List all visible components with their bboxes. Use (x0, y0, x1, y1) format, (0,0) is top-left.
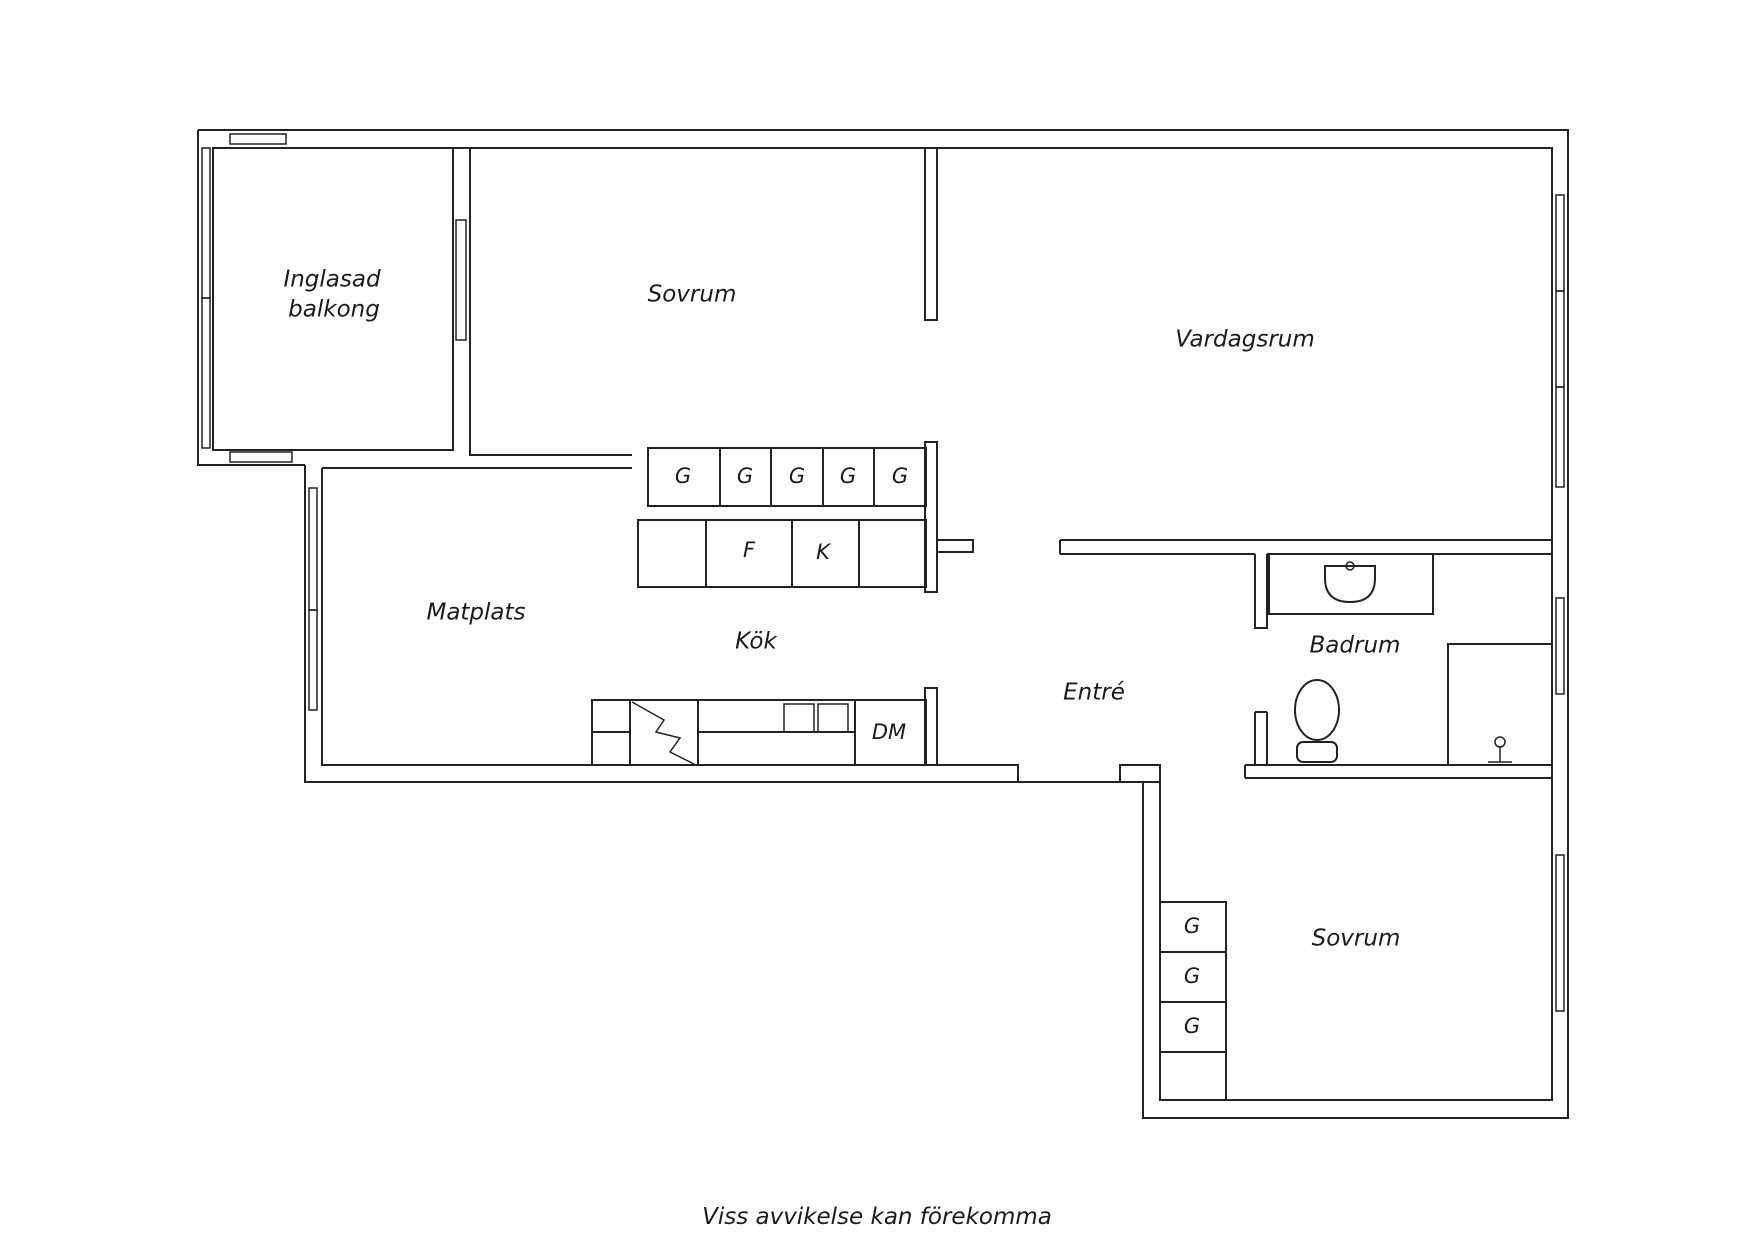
room-labels: Inglasad balkong Sovrum Vardagsrum Matpl… (283, 267, 1400, 952)
fridge-label: F (743, 538, 756, 562)
kitchen-counter-bottom: DM (591, 699, 927, 766)
kitchen-counter-top: F K (637, 519, 927, 588)
stove-icon (631, 701, 695, 765)
washbasin-icon (1324, 565, 1376, 604)
balcony-label-line1: Inglasad (283, 267, 381, 293)
wardrobe-label: G (840, 464, 856, 488)
bedroom-bottom-label: Sovrum (1312, 926, 1401, 952)
disclaimer-caption: Viss avvikelse kan förekomma (702, 1204, 1052, 1230)
bedroom-top-label: Sovrum (648, 282, 737, 308)
wardrobe-label: G (1184, 914, 1200, 938)
windows (201, 133, 1565, 1012)
exterior-walls (197, 129, 1569, 1119)
wardrobe-column-bottom: G G G (1159, 901, 1227, 1101)
living-room-label: Vardagsrum (1175, 327, 1315, 353)
wardrobe-label: G (1184, 1014, 1200, 1038)
toilet-icon (1294, 679, 1340, 763)
shower-icon (1488, 736, 1512, 763)
dishwasher-label: DM (872, 720, 906, 744)
dining-label: Matplats (426, 600, 525, 626)
wardrobe-label: G (892, 464, 908, 488)
wardrobe-label: G (737, 464, 753, 488)
bathroom-fixtures (1268, 553, 1553, 766)
entrance-label: Entré (1063, 680, 1125, 706)
wardrobe-label: G (789, 464, 805, 488)
wardrobe-row-top: G G G G G (647, 447, 927, 507)
balcony-label-line2: balkong (288, 297, 380, 323)
interior-walls (924, 147, 1552, 783)
freezer-label: K (816, 540, 832, 564)
wardrobe-label: G (1184, 964, 1200, 988)
wardrobe-label: G (675, 464, 691, 488)
bathroom-label: Badrum (1310, 633, 1401, 659)
kitchen-label: Kök (735, 629, 778, 655)
